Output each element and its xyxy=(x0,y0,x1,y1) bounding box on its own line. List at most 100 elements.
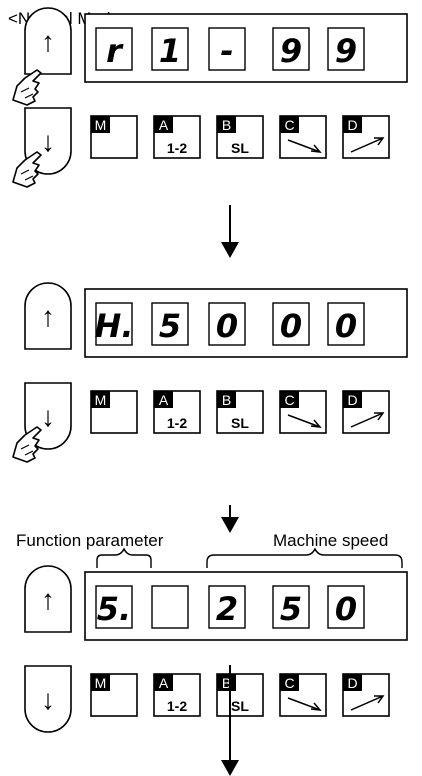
digit-frame xyxy=(151,302,189,346)
digit-cell: 0 xyxy=(327,585,365,629)
up-button-outline xyxy=(24,282,72,350)
digit-frame xyxy=(327,302,365,346)
down-arrow-icon: ↓ xyxy=(41,401,55,432)
key-b-letter: B xyxy=(222,392,231,408)
key-m-letter-bg xyxy=(91,116,110,133)
key-c-letter-bg xyxy=(280,391,299,408)
digit-frame xyxy=(327,27,365,71)
flow-arrow-head xyxy=(221,242,239,258)
hand-finger-lines xyxy=(20,169,34,181)
arrow-down-right-icon xyxy=(287,697,322,711)
key-b[interactable]: BSL xyxy=(216,673,264,717)
machine-speed-label: Machine speed xyxy=(273,531,388,550)
key-m-letter: M xyxy=(95,675,107,691)
digit-cell: 2 xyxy=(208,585,246,629)
hand-finger-lines xyxy=(20,444,34,456)
key-a-letter: A xyxy=(159,392,169,408)
down-flow-arrow-icon xyxy=(221,205,239,258)
key-d[interactable]: D xyxy=(342,390,390,434)
key-d-letter-bg xyxy=(343,116,362,133)
key-a-sub-label: 1-2 xyxy=(167,698,187,714)
key-c-letter: C xyxy=(284,675,294,691)
key-m[interactable]: M xyxy=(90,390,138,434)
down-button[interactable]: ↓ xyxy=(24,665,72,733)
pointing-hand-icon xyxy=(12,426,42,463)
digit-frame xyxy=(208,27,246,71)
digit-cell: 5 xyxy=(272,585,310,629)
digit-frame xyxy=(208,302,246,346)
digit-character: 5. xyxy=(97,590,131,628)
digit-cell: 9 xyxy=(272,27,310,71)
machine-speed-brace xyxy=(206,547,403,568)
key-a[interactable]: A 1-2 xyxy=(153,115,201,159)
up-arrow-icon: ↑ xyxy=(41,584,55,615)
digit-cell: 0 xyxy=(208,302,246,346)
digit-frame xyxy=(272,302,310,346)
digit-cell: 5 xyxy=(151,302,189,346)
digit-character: r xyxy=(106,32,124,70)
pointing-hand-icon xyxy=(12,151,42,188)
digit-character: 5 xyxy=(159,307,181,345)
digit-character: 1 xyxy=(159,32,181,70)
key-m[interactable]: M xyxy=(90,115,138,159)
key-d-letter: D xyxy=(347,675,357,691)
key-m[interactable]: M xyxy=(90,673,138,717)
key-b-letter-bg xyxy=(217,116,236,133)
pointing-hand-icon xyxy=(12,69,42,106)
digit-character: 0 xyxy=(216,307,238,345)
digit-cell: 9 xyxy=(327,27,365,71)
key-d-letter: D xyxy=(347,117,357,133)
up-button[interactable]: ↑ xyxy=(24,565,72,633)
key-c-letter: C xyxy=(284,117,294,133)
key-a[interactable]: A 1-2 xyxy=(153,673,201,717)
key-d[interactable]: D xyxy=(342,115,390,159)
digit-cell xyxy=(151,585,189,629)
key-a-letter-bg xyxy=(154,116,173,133)
digit-character: 9 xyxy=(280,32,302,70)
key-a[interactable]: A1-2 xyxy=(153,390,201,434)
key-d[interactable]: D xyxy=(342,673,390,717)
digit-cell: r xyxy=(95,27,133,71)
key-b-letter: B xyxy=(222,675,231,691)
key-d-letter-bg xyxy=(343,674,362,691)
key-c[interactable]: C xyxy=(279,115,327,159)
digit-cell: 1 xyxy=(151,27,189,71)
digit-frame xyxy=(208,585,246,629)
hand-finger-lines xyxy=(20,87,34,99)
digit-cell: 0 xyxy=(327,302,365,346)
digit-cell: 0 xyxy=(272,302,310,346)
digit-cell: 5. xyxy=(95,585,133,629)
key-m-letter-bg xyxy=(91,674,110,691)
key-c[interactable]: C xyxy=(279,390,327,434)
key-b-sub-label: SL xyxy=(231,698,249,714)
flow-arrow-head xyxy=(221,760,239,776)
down-arrow-icon: ↓ xyxy=(41,684,55,715)
up-button[interactable]: ↑ xyxy=(24,7,72,75)
down-flow-arrow-icon xyxy=(221,505,239,533)
arrow-up-right-icon xyxy=(350,137,385,153)
key-b[interactable]: BSL xyxy=(216,115,264,159)
key-b-letter-bg xyxy=(217,674,236,691)
up-button[interactable]: ↑ xyxy=(24,282,72,350)
digit-character: 5 xyxy=(280,590,302,628)
up-arrow-icon: ↑ xyxy=(41,26,55,57)
key-b[interactable]: BSL xyxy=(216,390,264,434)
digit-frame xyxy=(95,585,133,629)
key-a-letter: A xyxy=(159,675,169,691)
digit-character: 0 xyxy=(335,307,357,345)
digit-frame xyxy=(272,27,310,71)
arrow-down-right-icon xyxy=(287,139,322,153)
key-c[interactable]: C xyxy=(279,673,327,717)
key-a-sub-label: 1-2 xyxy=(167,140,187,156)
key-b-sub-label: SL xyxy=(231,140,249,156)
arrow-down-right-icon xyxy=(287,414,322,428)
digit-frame xyxy=(95,302,133,346)
key-a-letter: A xyxy=(159,117,169,133)
flow-arrow-head xyxy=(221,517,239,533)
up-arrow-icon: ↑ xyxy=(41,301,55,332)
key-m-letter: M xyxy=(95,392,107,408)
digit-character: - xyxy=(220,32,233,70)
